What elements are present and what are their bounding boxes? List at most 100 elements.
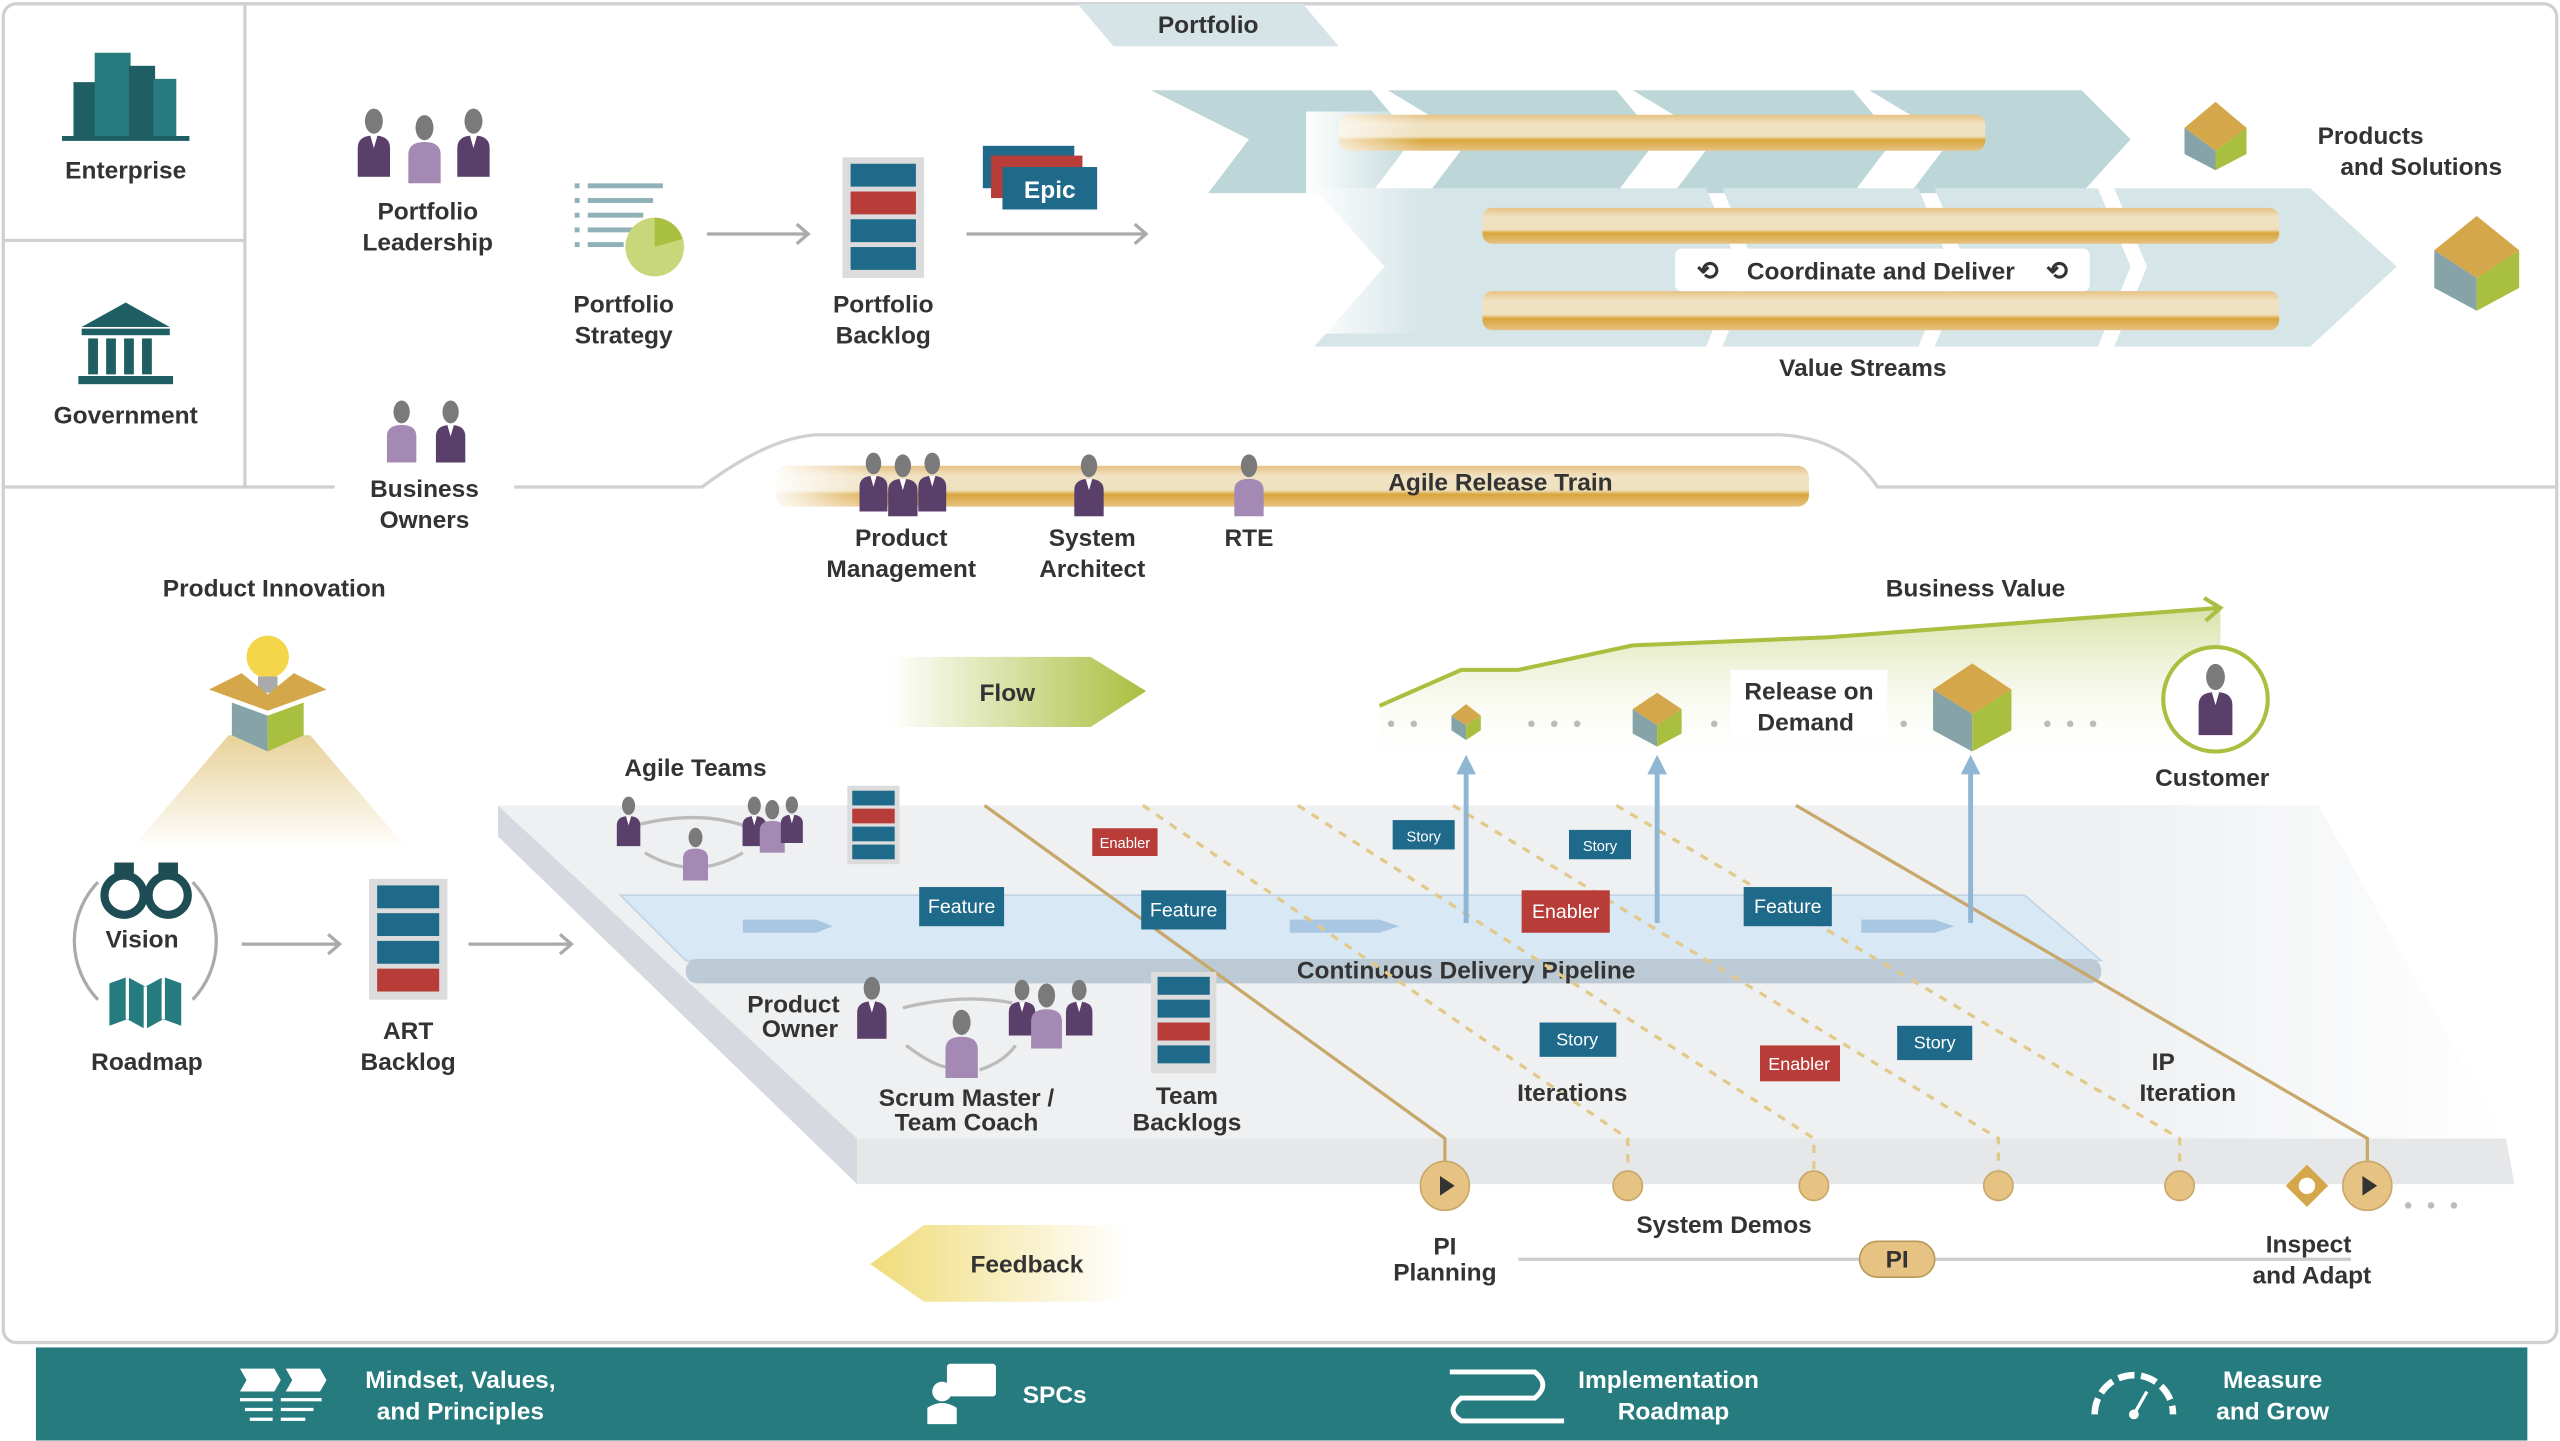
light-cone [130,735,409,850]
footer-mindset-label: Mindset, Values,and Principles [365,1367,555,1425]
portfolio-tab[interactable]: Portfolio [1077,3,1339,47]
story-card[interactable]: Story [1539,1022,1617,1057]
feature-card[interactable]: Feature [919,887,1005,927]
product-innovation-label: Product Innovation [163,575,386,602]
vision-label: Vision [106,926,179,953]
footer-item-spcs[interactable]: SPCs [927,1363,1087,1425]
cycle-icon: ⟲ [2046,256,2068,286]
government-label: Government [54,402,198,429]
release-cube-icon [1933,663,2012,752]
play-icon [2362,1176,2378,1196]
gauge-icon [2091,1371,2177,1420]
team-backlogs-icon [1151,971,1217,1074]
flow-chevrons [742,919,1955,933]
customer-icon [2161,644,2270,754]
system-demo-marker[interactable] [1612,1170,1644,1202]
flow-arrow: Flow [889,656,1147,728]
arrow-icon [706,222,811,246]
agile-team-icon [616,796,803,881]
system-demo-marker[interactable] [1798,1170,1830,1202]
pi-badge: PI [1858,1240,1936,1279]
portfolio-strategy-icon [574,183,685,277]
business-value-label: Business Value [1886,575,2066,602]
system-demo-marker[interactable] [2164,1170,2196,1202]
spc-icon [927,1363,996,1425]
flow-label: Flow [979,680,1036,707]
enabler-card[interactable]: Enabler [1092,828,1158,857]
enabler-card-label: Enabler [1768,1054,1830,1074]
portfolio-leadership-icon [357,108,490,184]
feedback-label: Feedback [970,1251,1083,1278]
portfolio-tab-label: Portfolio [1158,12,1259,39]
portfolio-backlog-icon [842,157,925,279]
feature-card[interactable]: Feature [1743,887,1832,927]
roadmap-path-icon [1449,1369,1565,1424]
agile-teams-label: Agile Teams [624,755,766,782]
value-streams [1151,90,2397,347]
enabler-card[interactable]: Enabler [1760,1045,1840,1082]
epic-card[interactable]: Epic [982,145,1098,210]
coordinate-deliver-badge: ⟲ Coordinate and Deliver ⟲ [1675,248,2090,292]
rte-label: RTE [1225,525,1274,552]
epic-label: Epic [1024,177,1076,204]
arrow-icon [966,222,1149,246]
scrum-team-icon [857,976,1093,1079]
level-divider [3,433,2557,489]
story-card[interactable]: Story [1568,829,1632,860]
vision-cycle [72,881,218,1001]
system-demo-marker[interactable] [1982,1170,2014,1202]
next-pi-marker[interactable] [2342,1160,2393,1212]
feature-card-label: Feature [1754,896,1822,918]
release-arrows [1456,754,1981,923]
feature-card-label: Feature [928,896,996,918]
enabler-card-label: Enabler [1100,836,1151,852]
team-backlog-icon [847,785,900,865]
story-card[interactable]: Story [1392,820,1455,850]
government-building-icon [78,302,174,385]
business-value-curve [1378,596,2224,708]
customer-label: Customer [2155,765,2270,792]
value-streams-label: Value Streams [1779,355,1946,382]
arrow-icon [468,933,574,956]
solution-cube-icon [2434,216,2520,311]
enterprise-building-icon [62,52,190,141]
scrum-master-label: Scrum Master /Team Coach [879,1085,1055,1136]
feature-card[interactable]: Feature [1141,890,1227,930]
enabler-card-label: Enabler [1532,901,1600,923]
iterations-label: Iterations [1517,1080,1627,1107]
pi-planning-marker[interactable] [1419,1160,1471,1212]
map-icon [109,976,182,1030]
story-card-label: Story [1583,839,1618,855]
feedback-arrow: Feedback [870,1224,1127,1302]
enabler-card[interactable]: Enabler [1521,890,1610,933]
story-card-label: Story [1556,1029,1598,1049]
roadmap-label: Roadmap [91,1049,202,1076]
feature-card-label: Feature [1150,899,1218,921]
binoculars-icon [100,862,192,919]
system-demos-label: System Demos [1636,1212,1811,1239]
footer-spcs-label: SPCs [1023,1382,1087,1409]
footer-item-mindset[interactable]: Mindset, Values,and Principles [240,1367,556,1425]
arrow-icon [241,933,343,956]
product-management-icon [859,452,947,517]
coordinate-deliver-label: Coordinate and Deliver [1747,259,2015,286]
story-card[interactable]: Story [1897,1025,1973,1061]
